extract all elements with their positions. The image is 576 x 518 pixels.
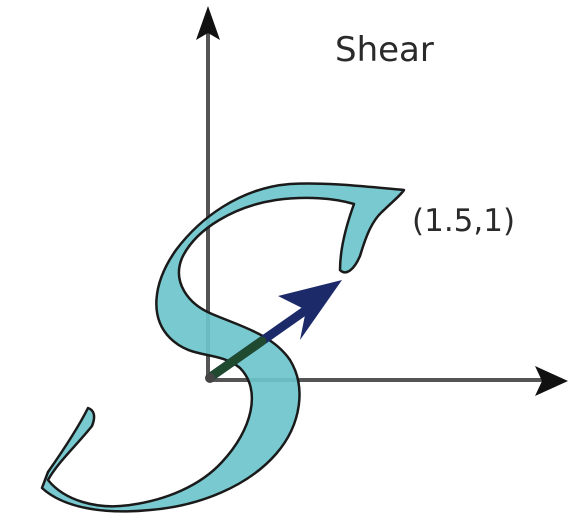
diagram-title: Shear: [335, 30, 434, 70]
sheared-s-letter: [40, 182, 406, 513]
x-axis-arrowhead: [535, 366, 568, 396]
origin-point: [205, 373, 215, 383]
shear-vector-arrowhead: [278, 280, 342, 340]
shear-vector-base: [207, 336, 267, 381]
y-axis-arrowhead: [196, 6, 220, 40]
vector-tip-coordinate-label: (1.5,1): [412, 203, 516, 239]
